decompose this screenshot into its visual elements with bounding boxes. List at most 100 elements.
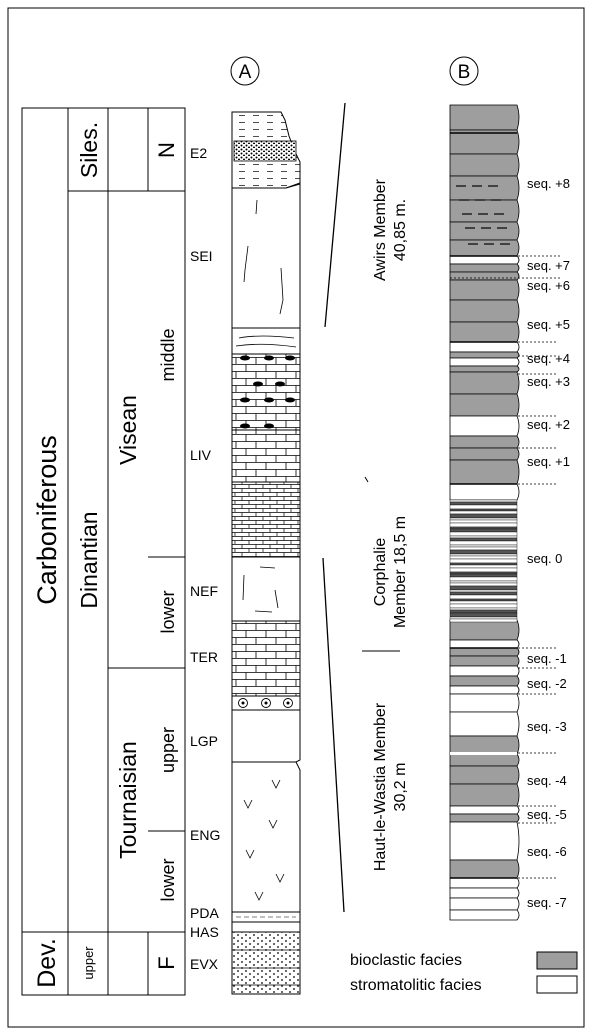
sequence-label: seq. +4: [527, 351, 570, 366]
bioclastic-bed: [449, 619, 520, 641]
laminated-bed: [449, 591, 518, 596]
svg-text:A: A: [239, 62, 252, 83]
formation-label: TER: [190, 649, 218, 665]
laminated-bed: [449, 603, 518, 609]
bioclastic-bed: [449, 299, 520, 323]
laminated-bed: [449, 528, 518, 533]
system-label: Carboniferous: [32, 435, 62, 605]
laminated-bed: [449, 580, 518, 584]
bioclastic-bed: [449, 735, 520, 755]
bioclastic-bed: [449, 104, 520, 131]
bioclastic-bed: [449, 365, 520, 373]
outer-frame: [7, 7, 585, 1028]
svg-text:Member 18,5 m: Member 18,5 m: [392, 516, 409, 628]
series-visean-label: Visean: [115, 395, 141, 465]
stromatolitic-bed: [449, 415, 520, 437]
laminated-bed: [449, 616, 518, 620]
sequence-label: seq. -4: [527, 773, 567, 788]
laminated-bed: [449, 573, 518, 578]
stromatolitic-bed: [449, 711, 520, 737]
laminated-bed: [449, 510, 518, 515]
bioclastic-bed: [449, 753, 520, 767]
stromatolitic-bed: [449, 357, 520, 367]
formation-label: LIV: [190, 447, 212, 463]
laminated-bed: [449, 504, 518, 510]
bioclastic-bed: [449, 459, 520, 485]
laminated-bed: [449, 540, 518, 546]
svg-text:Corphalie: Corphalie: [372, 538, 389, 607]
bioclastic-bed: [449, 371, 520, 395]
sequence-boundaries: [450, 255, 560, 879]
member-label-corphalie: Corphalie Member 18,5 m: [372, 516, 409, 628]
bioclastic-bed: [449, 279, 520, 301]
corphalie-range-top: [364, 476, 369, 483]
laminated-bed: [449, 609, 518, 614]
subsystem-top-label: Siles.: [76, 122, 102, 178]
laminated-bed: [449, 567, 518, 573]
legend-swatch-bioclastic: [536, 951, 578, 970]
bioclastic-bed: [449, 675, 520, 687]
sequence-label: seq. +6: [527, 278, 570, 293]
laminated-bed: [449, 600, 518, 605]
legend-swatch-stromatolitic: [536, 975, 578, 994]
formation-label: E2: [190, 145, 207, 161]
sequence-label: seq. -2: [527, 676, 567, 691]
laminated-bed: [449, 558, 518, 564]
system-lower-label: Dev.: [33, 938, 61, 988]
stromatolitic-bed: [449, 805, 520, 815]
member-label-awirs: Awirs Member 40,85 m.: [372, 178, 409, 281]
bioclastic-bed: [449, 271, 520, 281]
sequence-label: seq. +2: [527, 417, 570, 432]
bioclastic-bed: [449, 351, 520, 359]
bioclastic-bed: [449, 655, 520, 667]
bioclastic-bed: [449, 153, 520, 177]
formation-label: ENG: [190, 827, 220, 843]
formation-label: HAS: [190, 924, 219, 940]
sequence-label: seq. +3: [527, 374, 570, 389]
laminated-bed: [449, 562, 518, 566]
laminated-bed: [449, 607, 518, 611]
bioclastic-bed: [449, 859, 520, 879]
formation-label: PDA: [190, 905, 219, 921]
sequence-label: seq. -6: [527, 844, 567, 859]
white-lamina: [450, 752, 517, 755]
substage-middle-label: middle: [158, 328, 178, 381]
laminated-bed: [449, 549, 518, 555]
bioclastic-bed: [449, 435, 520, 449]
laminated-bed: [449, 522, 518, 528]
laminated-bed: [449, 537, 518, 542]
substage-lower-visean-label: lower: [158, 590, 178, 633]
bioclastic-bed: [449, 199, 520, 223]
sequence-label: seq. -5: [527, 807, 567, 822]
stromatolitic-bed: [449, 255, 520, 265]
series-tournaisian-label: Tournaisian: [115, 741, 141, 859]
laminated-bed: [449, 571, 518, 575]
lithology-column-b: [449, 104, 520, 921]
stromatolitic-bed: [449, 821, 520, 861]
legend-stromatolitic-label: stromatolitic facies: [350, 977, 482, 994]
laminated-bed: [449, 585, 518, 591]
laminated-bed: [449, 546, 518, 551]
laminated-bed: [449, 576, 518, 582]
stage-f-label: F: [154, 956, 179, 969]
legend: bioclastic facies stromatolitic facies: [350, 951, 578, 994]
column-label-b: B: [449, 56, 479, 86]
laminated-bed: [449, 555, 518, 560]
laminated-bed: [449, 598, 518, 602]
sequence-label: seq. +1: [527, 454, 570, 469]
laminated-bed: [449, 526, 518, 530]
laminated-bed: [449, 618, 518, 623]
bioclastic-bed: [449, 175, 520, 201]
substage-upper-tournaisian-label: upper: [158, 727, 178, 773]
formation-labels: E2 SEI LIV NEF TER LGP ENG PDA HAS EVX: [190, 145, 220, 972]
stromatolitic-bed: [449, 877, 520, 889]
stromatolitic-bed: [449, 909, 520, 921]
stromatolitic-bed: [449, 639, 520, 649]
laminated-bed: [449, 501, 518, 506]
sequence-label: seq. +7: [527, 258, 570, 273]
stromatolitic-bed: [449, 483, 520, 501]
laminated-bed: [449, 594, 518, 600]
bioclastic-bed: [449, 765, 520, 785]
